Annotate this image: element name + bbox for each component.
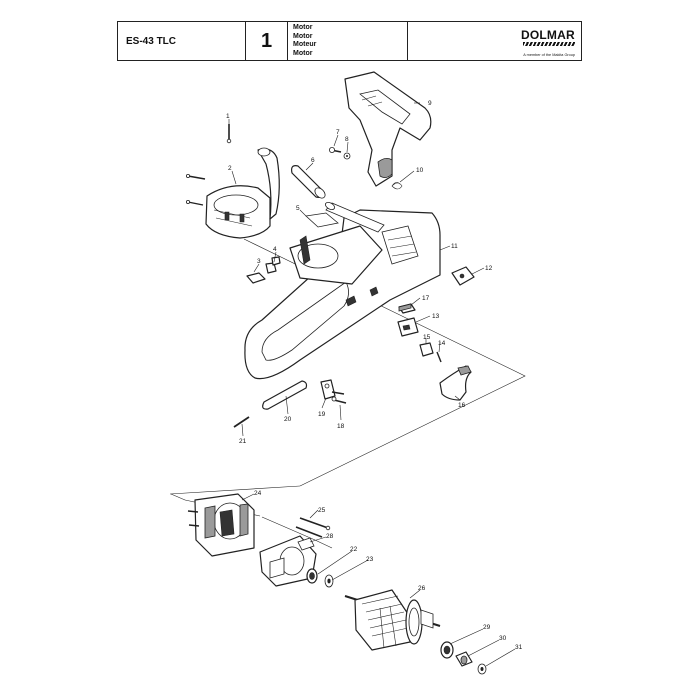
title-en: Motor: [293, 24, 313, 31]
page-number: 1: [246, 22, 288, 60]
callout-1: 1: [226, 113, 230, 120]
part-block-13: [397, 317, 419, 337]
logo-text: DOLMAR: [521, 28, 575, 42]
part-top-handle: [344, 71, 432, 187]
callout-3: 3: [257, 258, 261, 265]
callout-22: 22: [350, 546, 358, 553]
part-bearing-22: [306, 568, 318, 584]
callout-13: 13: [432, 313, 440, 320]
part-pin-21: [233, 416, 250, 428]
part-motor-cover: [205, 147, 280, 239]
callout-9: 9: [428, 100, 432, 107]
part-fan-housing-28: [259, 535, 317, 587]
logo-stripes-icon: [523, 42, 575, 46]
part-screw-1: [226, 124, 232, 144]
part-tube: [291, 165, 326, 199]
part-screw-18: [331, 396, 347, 404]
part-washer-31: [477, 663, 487, 675]
leader-lines: [228, 102, 516, 667]
callout-21: 21: [239, 438, 247, 445]
part-shaft-20: [262, 380, 308, 410]
callout-labels: 1 2 3 4 5 6 7 8 9 10 11 12 13 14 15 16 1…: [226, 100, 523, 651]
callout-17: 17: [422, 295, 430, 302]
callout-25: 25: [318, 507, 326, 514]
callout-2: 2: [228, 165, 232, 172]
part-bushing-30: [455, 651, 473, 667]
dolmar-logo: DOLMAR: [521, 28, 575, 46]
part-block-17: [398, 303, 416, 314]
callout-16: 16: [458, 402, 466, 409]
callout-26: 26: [418, 585, 426, 592]
part-bearing-29: [440, 641, 454, 659]
part-cover-screws: [185, 173, 206, 206]
callout-5: 5: [296, 205, 300, 212]
part-stator-24: [187, 493, 255, 557]
callout-24: 24: [254, 490, 262, 497]
callout-15: 15: [423, 334, 431, 341]
title-fr: Moteur: [293, 41, 317, 49]
callout-14: 14: [438, 340, 446, 347]
callout-20: 20: [284, 416, 292, 423]
callout-12: 12: [485, 265, 493, 272]
part-trigger-16: [439, 365, 472, 401]
part-switch-12: [451, 266, 475, 286]
part-spring-10: [391, 182, 403, 190]
title-block: ES-43 TLC 1 Motor Motor Moteur Motor DOL…: [117, 21, 582, 61]
part-bracket-19: [320, 379, 345, 400]
callout-29: 29: [483, 624, 491, 631]
part-washer-8: [343, 152, 351, 160]
part-clip-3: [246, 272, 266, 284]
part-label-plate: [305, 212, 339, 228]
part-clip-4: [265, 256, 281, 274]
callout-4: 4: [273, 246, 277, 253]
brand-tagline: A member of the Makita Group: [523, 53, 575, 57]
callout-31: 31: [515, 644, 523, 651]
part-washer-23: [324, 574, 334, 588]
callout-30: 30: [499, 635, 507, 642]
title-de: Motor: [293, 32, 313, 40]
part-cylinder-15: [419, 342, 434, 357]
part-armature-26: [344, 589, 441, 651]
callout-11: 11: [451, 243, 458, 250]
callout-19: 19: [318, 411, 326, 418]
part-screw-25: [295, 517, 331, 538]
callout-7: 7: [336, 129, 340, 136]
section-titles: Motor Motor Moteur Motor: [288, 22, 408, 60]
part-screw-7: [328, 146, 342, 153]
callout-28: 28: [326, 533, 334, 540]
callout-8: 8: [345, 136, 349, 143]
callout-10: 10: [416, 167, 424, 174]
callout-6: 6: [311, 157, 315, 164]
callout-23: 23: [366, 556, 374, 563]
part-pin-14: [436, 351, 442, 363]
title-es: Motor: [293, 49, 313, 57]
part-housing: [244, 201, 441, 380]
model-name: ES-43 TLC: [118, 22, 246, 60]
brand-area: DOLMAR A member of the Makita Group: [408, 22, 581, 60]
callout-18: 18: [337, 423, 345, 430]
